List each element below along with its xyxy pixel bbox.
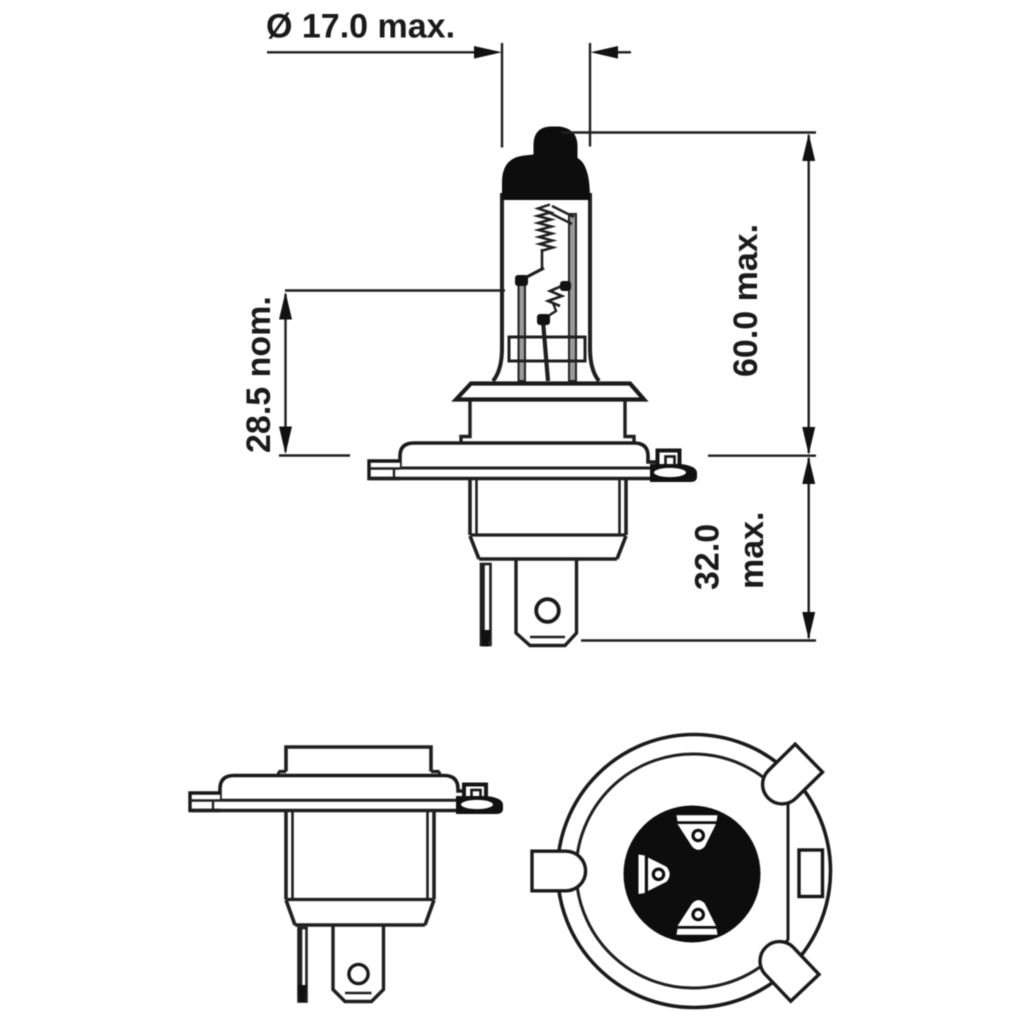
svg-text:max.: max. xyxy=(733,512,771,590)
svg-text:32.0: 32.0 xyxy=(689,524,727,590)
svg-text:28.5 nom.: 28.5 nom. xyxy=(240,296,278,453)
svg-text:60.0 max.: 60.0 max. xyxy=(727,224,765,377)
svg-text:Ø 17.0 max.: Ø 17.0 max. xyxy=(266,8,455,46)
